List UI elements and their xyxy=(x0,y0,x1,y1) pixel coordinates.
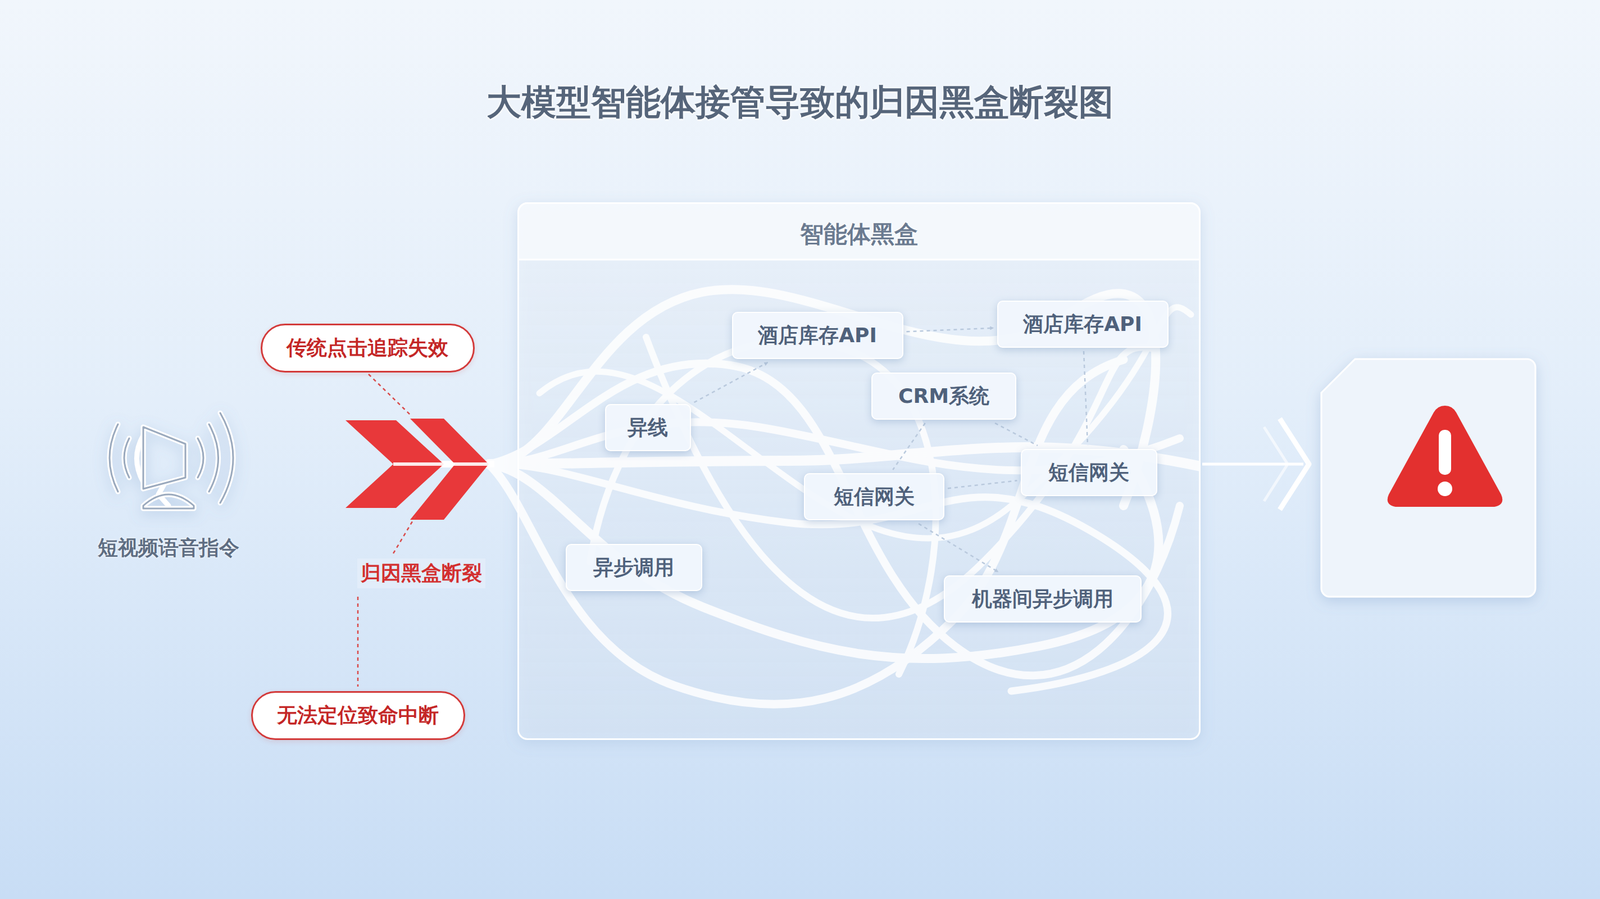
black-box-panel: 智能体黑盒酒店库存API酒店库存APICRM系统异线短信网关短信网关异步调用机器… xyxy=(517,202,1201,740)
process-box: CRM系统 xyxy=(871,372,1017,420)
process-box: 酒店库存API xyxy=(997,300,1169,348)
node-text: 异步调用 xyxy=(593,553,675,582)
process-box: 异步调用 xyxy=(565,543,703,592)
dotted-connector xyxy=(694,362,768,403)
dotted-connector xyxy=(1083,351,1088,446)
node-text: 机器间异步调用 xyxy=(971,585,1114,613)
voice-icon xyxy=(109,412,234,509)
process-box: 机器间异步调用 xyxy=(943,575,1142,623)
process-box: 异线 xyxy=(605,403,692,452)
panel-header-rule xyxy=(517,258,1201,261)
dotted-connector xyxy=(906,328,994,333)
leader-lines xyxy=(357,374,416,687)
voice-icon-outline xyxy=(109,412,234,509)
red-chevrons xyxy=(345,418,489,520)
callout-pill: 无法定位致命中断 xyxy=(251,691,466,740)
output-arrow xyxy=(1202,418,1309,510)
node-text: 短信网关 xyxy=(833,483,915,511)
panel-header-band xyxy=(517,202,1201,260)
process-box: 短信网关 xyxy=(803,473,945,521)
dotted-connector xyxy=(892,423,925,470)
annotation-label: 短视频语音指令 xyxy=(97,534,240,562)
panel-heading: 智能体黑盒 xyxy=(519,218,1199,250)
node-text: 无法定位致命中断 xyxy=(276,701,439,730)
node-text: 传统点击追踪失效 xyxy=(286,334,449,362)
node-text: 酒店库存API xyxy=(1023,310,1143,339)
tangled-flows xyxy=(488,289,1201,704)
node-text: 异线 xyxy=(627,414,668,442)
annotation-label: 归因黑盒断裂 xyxy=(357,558,486,589)
node-text: 短信网关 xyxy=(1048,458,1130,487)
process-box: 短信网关 xyxy=(1020,448,1158,497)
dotted-connector xyxy=(994,423,1038,446)
dotted-connector xyxy=(947,480,1018,489)
alert-card xyxy=(1321,358,1536,597)
dotted-connector xyxy=(918,523,999,572)
diagram-title: 大模型智能体接管导致的归因黑盒断裂图 xyxy=(0,78,1600,126)
callout-pill: 传统点击追踪失效 xyxy=(260,323,475,373)
process-box: 酒店库存API xyxy=(732,311,904,359)
input-line xyxy=(262,462,371,466)
node-text: CRM系统 xyxy=(898,382,990,411)
node-text: 酒店库存API xyxy=(757,321,877,350)
